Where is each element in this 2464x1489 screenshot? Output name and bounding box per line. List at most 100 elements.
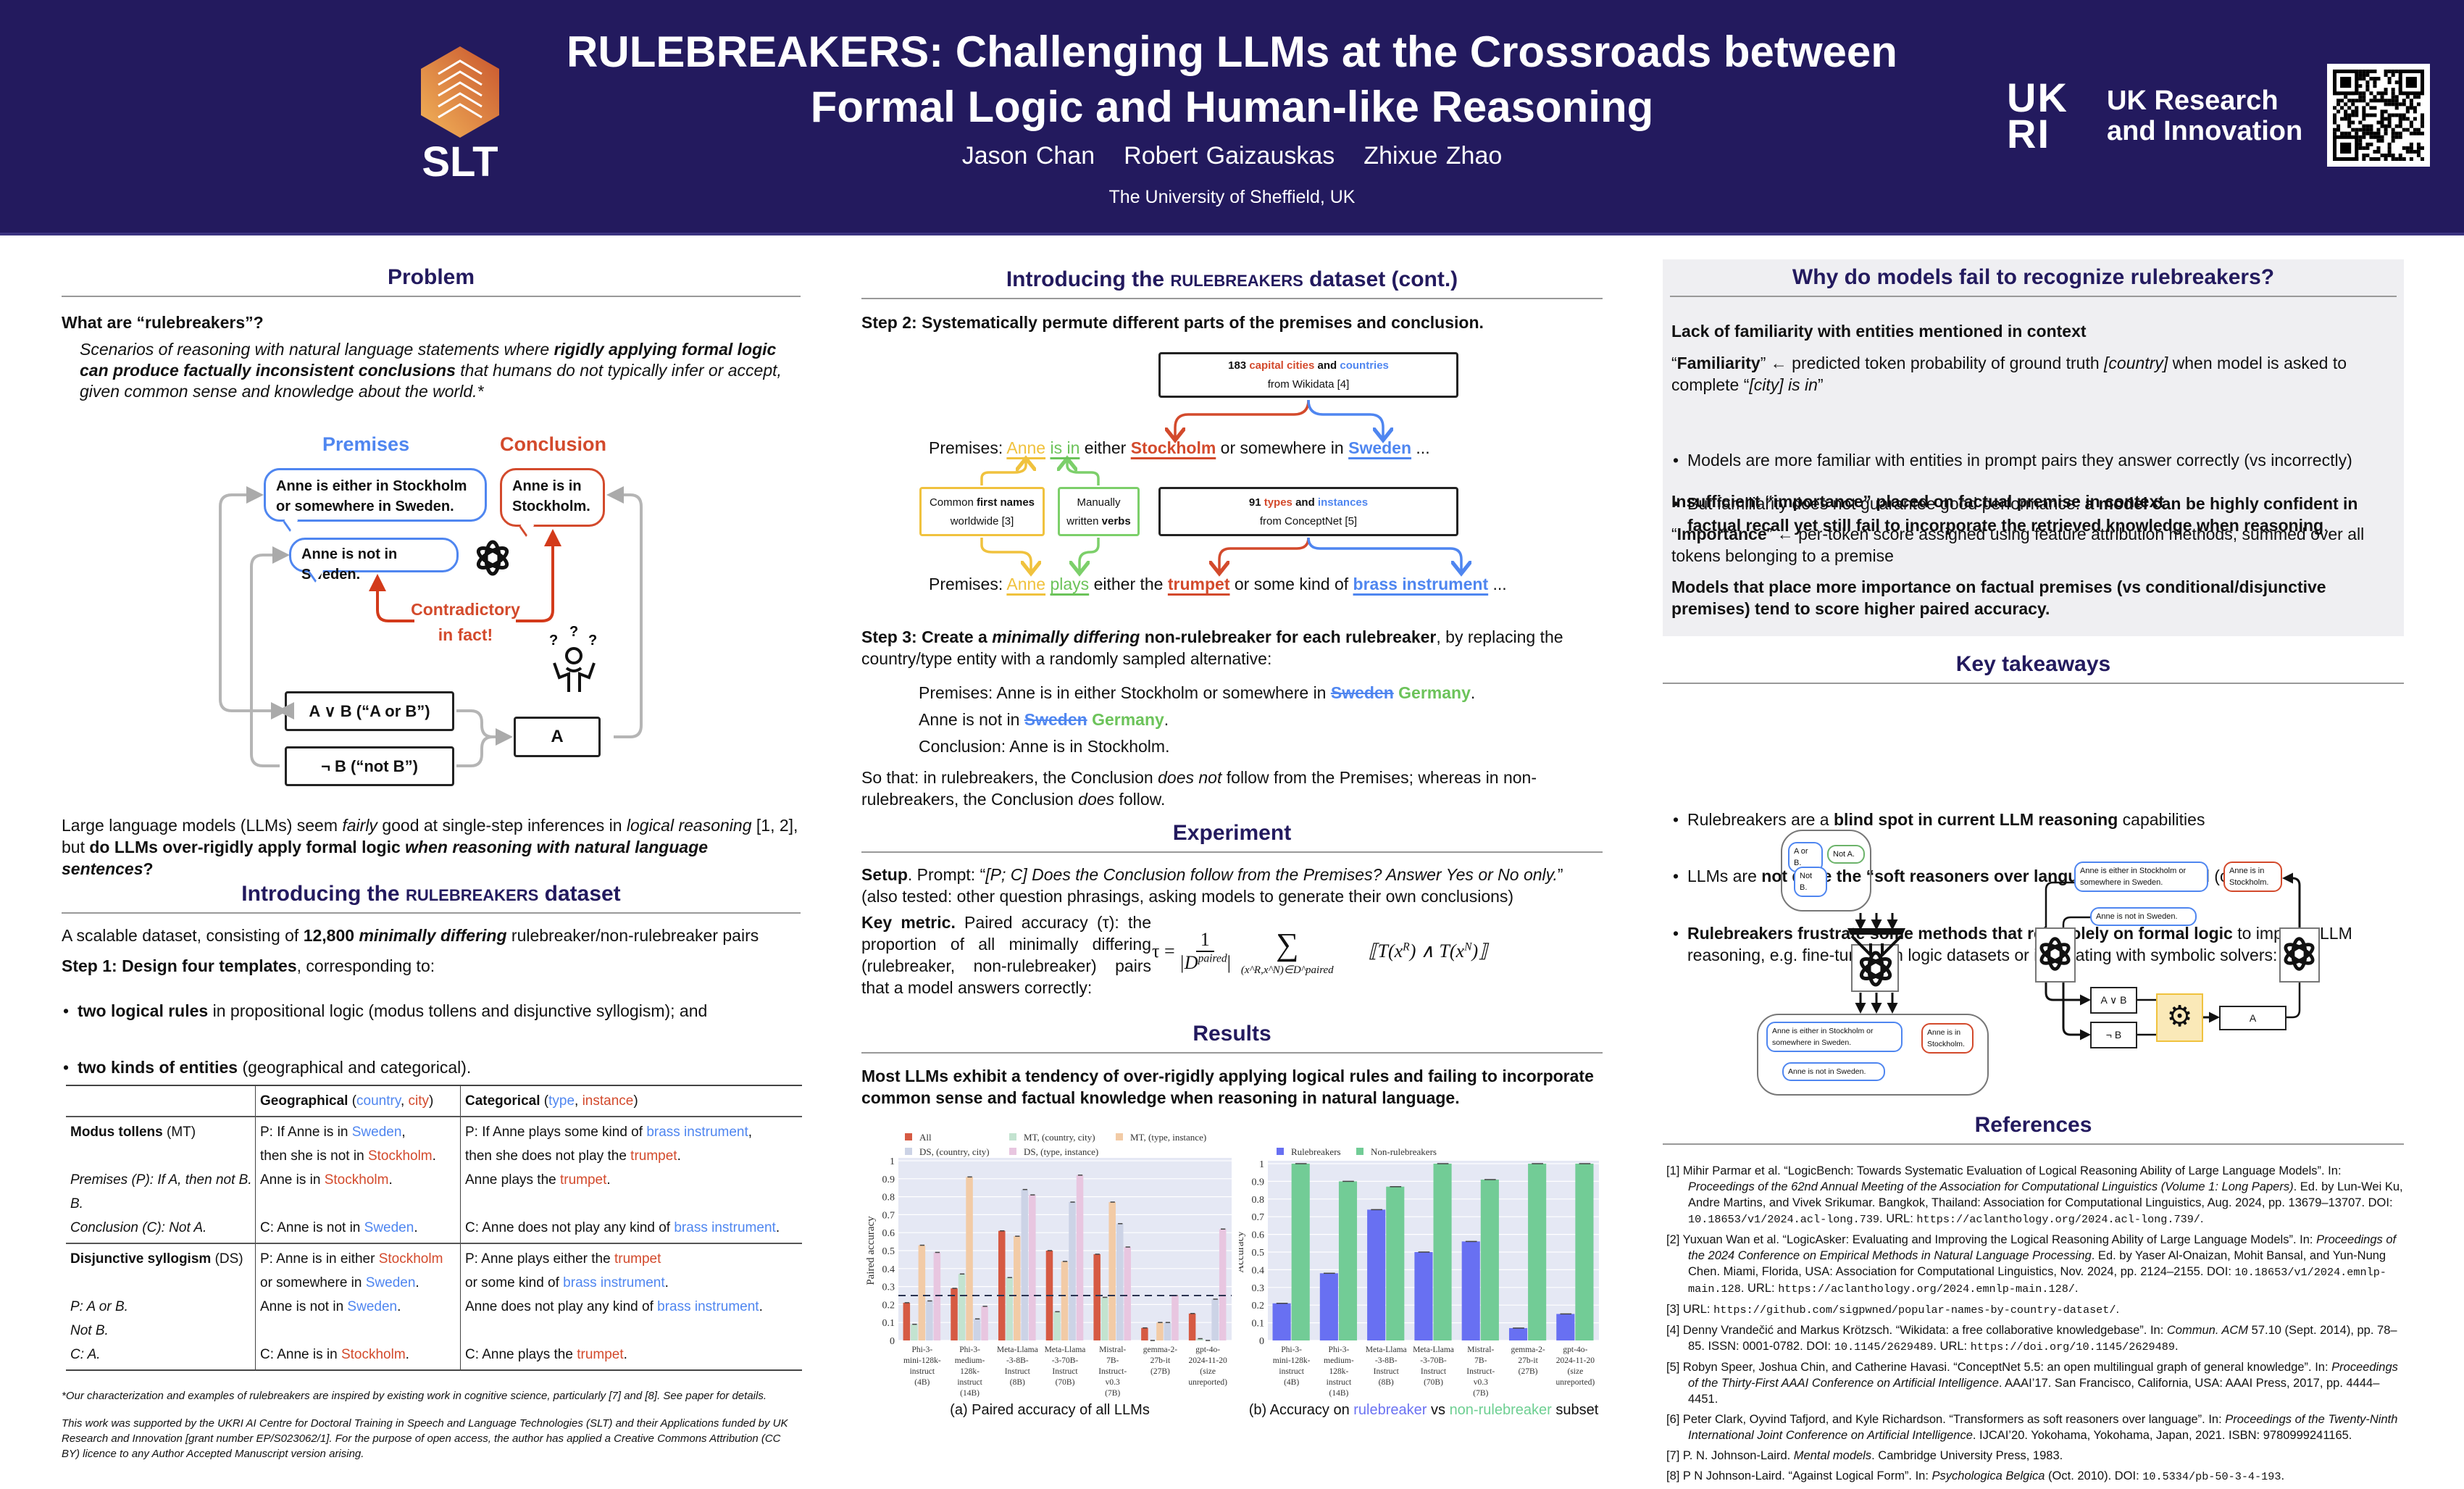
text-segment: does not [1158,768,1222,787]
text-segment: . [623,1347,627,1362]
text-segment: Sweden [364,1220,414,1235]
text-segment: 10.18653/v1/2024.acl-long.739 [1688,1213,1880,1226]
x-tick-label: Mistral-7B-Instruct-v0.3(7B) [1098,1346,1127,1398]
y-tick-label: 0.6 [882,1228,895,1239]
bar [1014,1236,1021,1340]
text-line: P: If Anne plays some kind of brass inst… [465,1120,798,1144]
text-segment: capabilities [2118,810,2205,829]
text-segment: P: If Anne is in [260,1125,352,1140]
dataset-intro: A scalable dataset, consisting of 12,800… [62,925,759,946]
text-segment: . [606,1172,611,1188]
x-tick-label: Phi-3-medium-128k-instruct(14B) [1324,1346,1354,1398]
text-segment: or some kind of [465,1275,564,1290]
author: Zhixue Zhao [1363,142,1503,170]
text-segment: [P; C] Does the Conclusion follow from t… [985,865,1558,884]
affiliation: The University of Sheffield, UK [1108,187,1356,207]
text-segment: ) [633,1093,638,1109]
source-citation: from Wikidata [4] [1267,378,1350,391]
sum-symbol: ∑ [1276,927,1299,962]
text-segment: Scenarios of reasoning with natural lang… [80,340,554,359]
text-segment: . [2281,1469,2285,1482]
text-segment: (Oct. 2010). DOI: [2045,1469,2143,1482]
text-segment: Geographical [260,1093,352,1109]
title-line-1: RULEBREAKERS: Challenging LLMs at the Cr… [567,28,1897,76]
bar [1338,1181,1358,1340]
text-segment: Introducing the [1006,267,1171,291]
formula-a: A [514,717,601,757]
bar [1414,1252,1433,1340]
text-segment: [5] Robyn Speer, Joshua Chin, and Cather… [1666,1361,2332,1374]
text-segment: . [2200,1212,2204,1225]
table-cell: Categorical (type, instance) [461,1086,802,1116]
table-cell: P: If Anne is in Sweden,then she is not … [256,1117,461,1243]
text-segment: https://github.com/sigpwned/popular-name… [1713,1304,2116,1317]
text-segment: trumpet [559,1172,607,1188]
y-tick-label: 0.9 [1252,1177,1265,1188]
text-segment: minimally differing [359,926,507,945]
reference-item: [2] Yuxuan Wan et al. “LogicAsker: Evalu… [1666,1232,2404,1297]
x-tick-label: Phi-3-medium-128k-instruct(14B) [955,1346,985,1398]
bullet-item: two kinds of entities (geographical and … [62,1056,801,1078]
text-segment: vs [1427,1402,1450,1418]
solver-premise-bubble: Anne is either in Stockholm or somewhere… [2074,862,2208,892]
text-segment: type [548,1093,575,1109]
text-line [465,1319,798,1343]
legend-swatch [1277,1148,1284,1155]
familiarity-definition: “Familiarity” ← predicted token probabil… [1671,352,2396,396]
source-label: Common first names [922,493,1043,512]
text-segment: verbs [1101,515,1131,527]
y-tick-label: 0.1 [882,1318,895,1329]
text-segment: or somewhere in [1216,438,1349,457]
chart-a-caption: (a) Paired accuracy of all LLMs [861,1402,1238,1419]
bar [998,1230,1006,1340]
premises-label: Premises [322,433,410,455]
text-line: P: Anne is in either Stockholm [260,1247,456,1271]
text-line: then she does not play the trumpet. [465,1144,798,1168]
text-segment: Models are more familiar with entities i… [1687,451,2352,470]
y-axis-label: Paired accuracy [865,1216,877,1285]
y-tick-label: 1 [890,1156,895,1167]
text-segment: Setup [861,865,908,884]
slt-logo-text: SLT [422,138,498,185]
text-segment: C: Anne does not play any kind of [465,1220,675,1235]
text-segment: or some kind of [1229,575,1353,593]
bar [1219,1229,1227,1340]
text-segment: , by replacing the country/type entity w… [861,627,1563,668]
text-segment: . [2323,516,2329,535]
premise-template-geo: Premises: Anne is in either Stockholm or… [929,437,1430,459]
bar [1061,1261,1069,1340]
bar [1367,1209,1386,1340]
text-segment: do LLMs over-rigidly apply formal logic [89,838,406,856]
text-line [465,1192,798,1216]
text-segment: Sweden [365,1275,416,1290]
output-bubble: Anne is either in Stockholm or somewhere… [1766,1022,1903,1052]
legend-label: MT, (type, instance) [1130,1132,1206,1143]
reference-item: [5] Robyn Speer, Joshua Chin, and Cather… [1666,1359,2404,1407]
text-segment: , [401,1125,406,1140]
text-segment: Large language models (LLMs) seem [62,816,343,835]
text-line: Modus tollens (MT) [70,1120,251,1144]
text-segment: Sweden [347,1299,398,1314]
text-segment: Germany [1092,710,1164,729]
text-segment: either [1079,438,1131,457]
text-segment: . [2174,1340,2179,1353]
text-segment: is in [1050,438,1080,457]
text-segment: Step 3: Create a [861,627,993,646]
y-tick-label: 1 [1259,1159,1264,1170]
source-citation: worldwide [3] [950,515,1014,527]
section-heading-why: Why do models fail to recognize rulebrea… [1670,265,2397,297]
bar [918,1245,926,1340]
text-segment: follow. [1114,790,1166,809]
text-segment: 10.1145/2629489 [1834,1340,1934,1354]
text-segment: P: If Anne plays some kind of [465,1125,647,1140]
bar [1172,1296,1179,1340]
text-segment: Paired accuracy (τ): the proportion of a… [861,913,1151,997]
bar [911,1324,918,1340]
qr-code[interactable] [2327,64,2430,167]
text-segment: . URL: [1879,1212,1917,1225]
text-segment: and [1292,496,1318,509]
